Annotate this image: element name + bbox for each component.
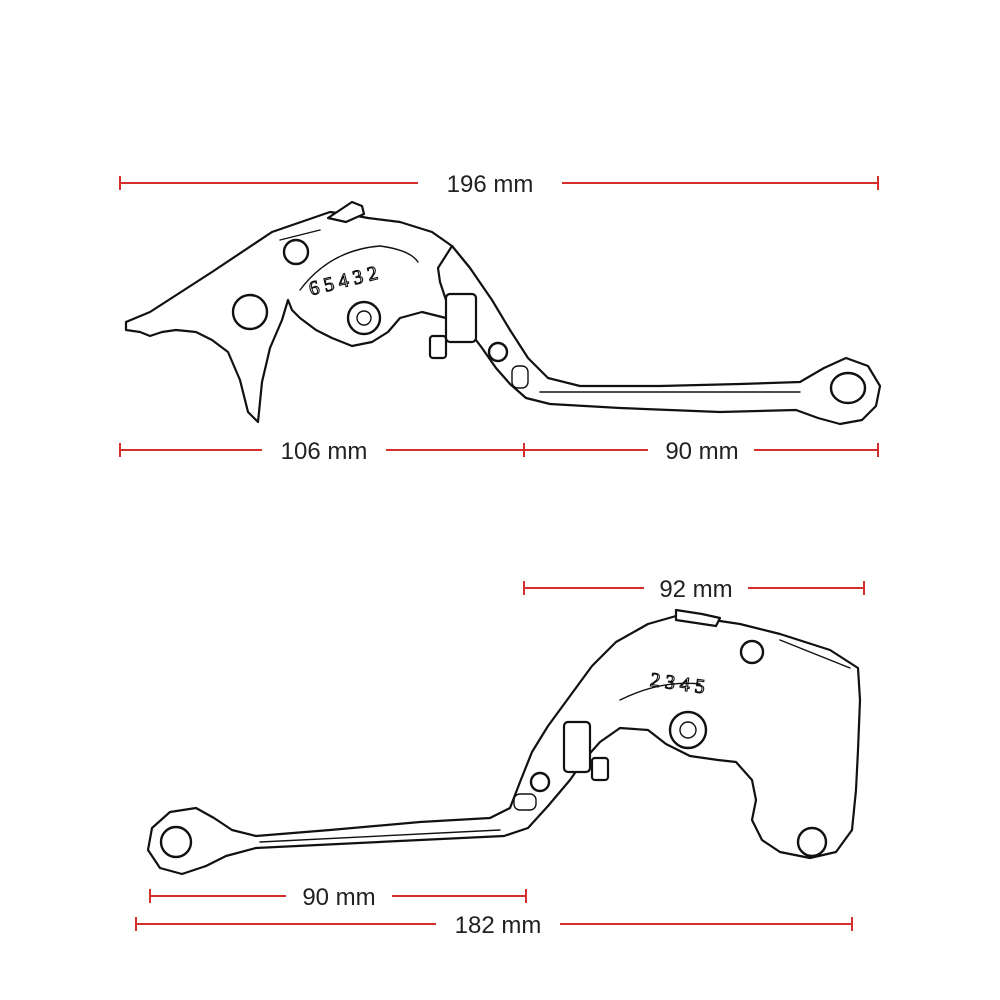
dimension-label: 106 mm [281, 438, 368, 465]
dimension-bottom-left: 90 mm [149, 884, 527, 911]
top-pivot-hole [282, 238, 310, 266]
bottom-end-hole [159, 825, 193, 859]
bottom-mount-hole [796, 826, 828, 858]
dimension-label: 196 mm [447, 171, 534, 198]
bottom-adjuster-knob [562, 720, 592, 774]
dimension-top-left: 106 mm [119, 438, 525, 465]
dimension-label: 182 mm [455, 912, 542, 939]
top-arm-slot [511, 365, 529, 389]
top-lever-detail [279, 229, 801, 393]
bottom-clutch-lever: 2 3 4 5 [146, 608, 862, 876]
bottom-adjuster-bolt-inner [679, 721, 697, 739]
bottom-lever-tab [674, 608, 722, 628]
dimension-label: 90 mm [302, 884, 375, 911]
top-mount-hole [231, 293, 269, 331]
bottom-pivot-hole [739, 639, 765, 665]
top-adjuster-bolt [346, 300, 382, 336]
dimension-label: 92 mm [659, 576, 732, 603]
dimension-top-right: 90 mm [524, 438, 879, 465]
bottom-adjuster-bolt [668, 710, 708, 750]
top-arm-hole [487, 341, 509, 363]
dimension-bottom-overall: 182 mm [135, 912, 853, 939]
top-lever-tab [326, 200, 366, 224]
dimension-top-overall: 196 mm [119, 171, 879, 198]
dimension-label: 90 mm [665, 438, 738, 465]
top-adjuster-screw [428, 334, 448, 360]
top-adjuster-knob [444, 292, 478, 344]
bottom-lever-body [146, 614, 862, 876]
dimension-bottom-top: 92 mm [523, 576, 865, 603]
bottom-adjuster-screw [590, 756, 610, 782]
top-end-hole [829, 371, 867, 405]
top-adjuster-bolt-inner [356, 310, 372, 326]
bottom-lever-detail [259, 639, 851, 843]
bottom-arm-slot [513, 793, 537, 811]
top-brake-lever: 6 5 4 3 2 [124, 200, 882, 426]
top-lever-arm [436, 244, 882, 426]
top-lever-mount [124, 210, 502, 424]
bottom-arm-hole [529, 771, 551, 793]
